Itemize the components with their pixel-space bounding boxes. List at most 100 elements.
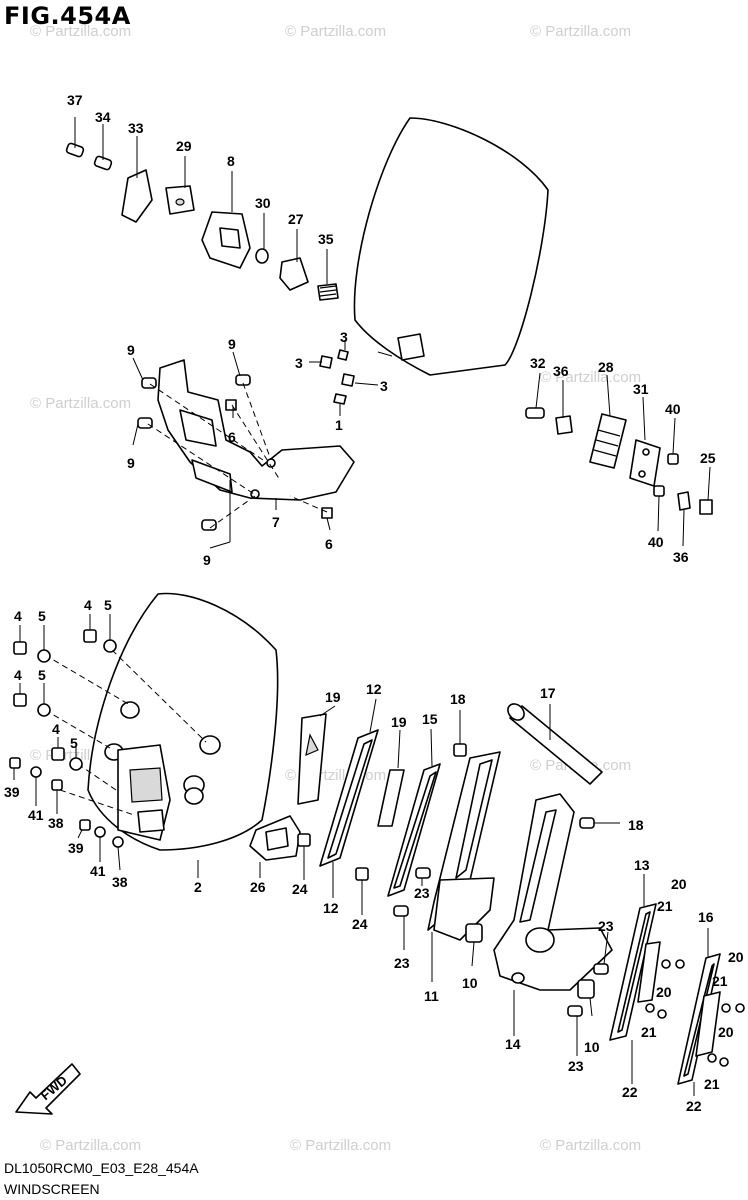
- callout-40: 40: [665, 401, 681, 417]
- callout-20: 20: [718, 1024, 734, 1040]
- callout-3: 3: [295, 355, 303, 371]
- callout-23: 23: [394, 955, 410, 971]
- callout-38: 38: [48, 815, 64, 831]
- callout-20: 20: [728, 949, 744, 965]
- callout-22: 22: [686, 1098, 702, 1114]
- callout-10: 10: [584, 1039, 600, 1055]
- callout-38: 38: [112, 874, 128, 890]
- callout-37: 37: [67, 92, 83, 108]
- callout-21: 21: [641, 1024, 657, 1040]
- callout-3: 3: [340, 329, 348, 345]
- tube-17: [507, 703, 603, 785]
- figure-title: FIG.454A: [4, 2, 131, 30]
- callout-28: 28: [598, 359, 614, 375]
- callout-4: 4: [14, 667, 22, 683]
- callout-16: 16: [698, 909, 714, 925]
- callout-41: 41: [90, 863, 106, 879]
- bracket-26-and-clips: [249, 815, 369, 915]
- callout-4: 4: [14, 608, 22, 624]
- callout-36: 36: [553, 363, 569, 379]
- callout-15: 15: [422, 711, 438, 727]
- callout-14: 14: [505, 1036, 521, 1052]
- left-bolts: [9, 614, 124, 871]
- callout-31: 31: [633, 381, 649, 397]
- callout-4: 4: [84, 597, 92, 613]
- callout-6: 6: [228, 429, 236, 445]
- callout-23: 23: [414, 885, 430, 901]
- model-code: DL1050RCM0_E03_E28_454A: [4, 1160, 199, 1176]
- callout-36: 36: [673, 549, 689, 565]
- callout-25: 25: [700, 450, 716, 466]
- windscreen-main: [44, 592, 279, 878]
- meter-cover-part: [132, 351, 355, 549]
- callout-20: 20: [656, 984, 672, 1000]
- callout-34: 34: [95, 109, 111, 125]
- callout-9: 9: [127, 455, 135, 471]
- callout-18: 18: [628, 817, 644, 833]
- callout-10: 10: [462, 975, 478, 991]
- callout-2: 2: [194, 879, 202, 895]
- callout-20: 20: [671, 876, 687, 892]
- callout-19: 19: [325, 689, 341, 705]
- right-rails: [609, 874, 745, 1096]
- callout-21: 21: [712, 973, 728, 989]
- callout-32: 32: [530, 355, 546, 371]
- callout-8: 8: [227, 153, 235, 169]
- callout-30: 30: [255, 195, 271, 211]
- callout-22: 22: [622, 1084, 638, 1100]
- callout-5: 5: [104, 597, 112, 613]
- forward-direction-arrow: FWD: [15, 1063, 81, 1115]
- watermark: © Partzilla.com: [530, 23, 631, 40]
- callout-21: 21: [704, 1076, 720, 1092]
- watermark: © Partzilla.com: [540, 369, 641, 386]
- callout-5: 5: [38, 608, 46, 624]
- watermark: © Partzilla.com: [30, 395, 131, 412]
- section-name: WINDSCREEN: [4, 1181, 100, 1197]
- callout-5: 5: [38, 667, 46, 683]
- slide-rails: [297, 698, 441, 898]
- callout-26: 26: [250, 879, 266, 895]
- callout-41: 41: [28, 807, 44, 823]
- callout-9: 9: [127, 342, 135, 358]
- bracket-14: [493, 793, 620, 1056]
- callout-39: 39: [4, 784, 20, 800]
- callout-23: 23: [598, 918, 614, 934]
- callout-12: 12: [366, 681, 382, 697]
- watermark: © Partzilla.com: [30, 23, 131, 40]
- callout-13: 13: [634, 857, 650, 873]
- callout-18: 18: [450, 691, 466, 707]
- bracket-11: [393, 710, 501, 982]
- callout-24: 24: [352, 916, 368, 932]
- callout-29: 29: [176, 138, 192, 154]
- watermark: © Partzilla.com: [285, 23, 386, 40]
- callout-1: 1: [335, 417, 343, 433]
- top-left-hardware: [65, 117, 339, 301]
- callout-35: 35: [318, 231, 334, 247]
- right-hardware-cluster: [525, 372, 713, 547]
- callout-5: 5: [70, 735, 78, 751]
- callout-4: 4: [52, 721, 60, 737]
- callout-21: 21: [657, 898, 673, 914]
- callout-numbers: 37 34 33 29 8 30 27 35 3 3 3 1 9 9 9 9 6…: [4, 92, 744, 1114]
- watermark: © Partzilla.com: [290, 1137, 391, 1154]
- callout-23: 23: [568, 1058, 584, 1074]
- callout-33: 33: [128, 120, 144, 136]
- callout-12: 12: [323, 900, 339, 916]
- callout-19: 19: [391, 714, 407, 730]
- callout-3: 3: [380, 378, 388, 394]
- callout-24: 24: [292, 881, 308, 897]
- watermark: © Partzilla.com: [40, 1137, 141, 1154]
- callout-27: 27: [288, 211, 304, 227]
- callout-17: 17: [540, 685, 556, 701]
- callout-9: 9: [203, 552, 211, 568]
- watermark: © Partzilla.com: [540, 1137, 641, 1154]
- callout-6: 6: [325, 536, 333, 552]
- windscreen-upper-part: [353, 117, 549, 376]
- callout-9: 9: [228, 336, 236, 352]
- mounting-stickers: [309, 340, 379, 416]
- callout-7: 7: [272, 514, 280, 530]
- callout-39: 39: [68, 840, 84, 856]
- callout-11: 11: [424, 988, 439, 1004]
- callout-40: 40: [648, 534, 664, 550]
